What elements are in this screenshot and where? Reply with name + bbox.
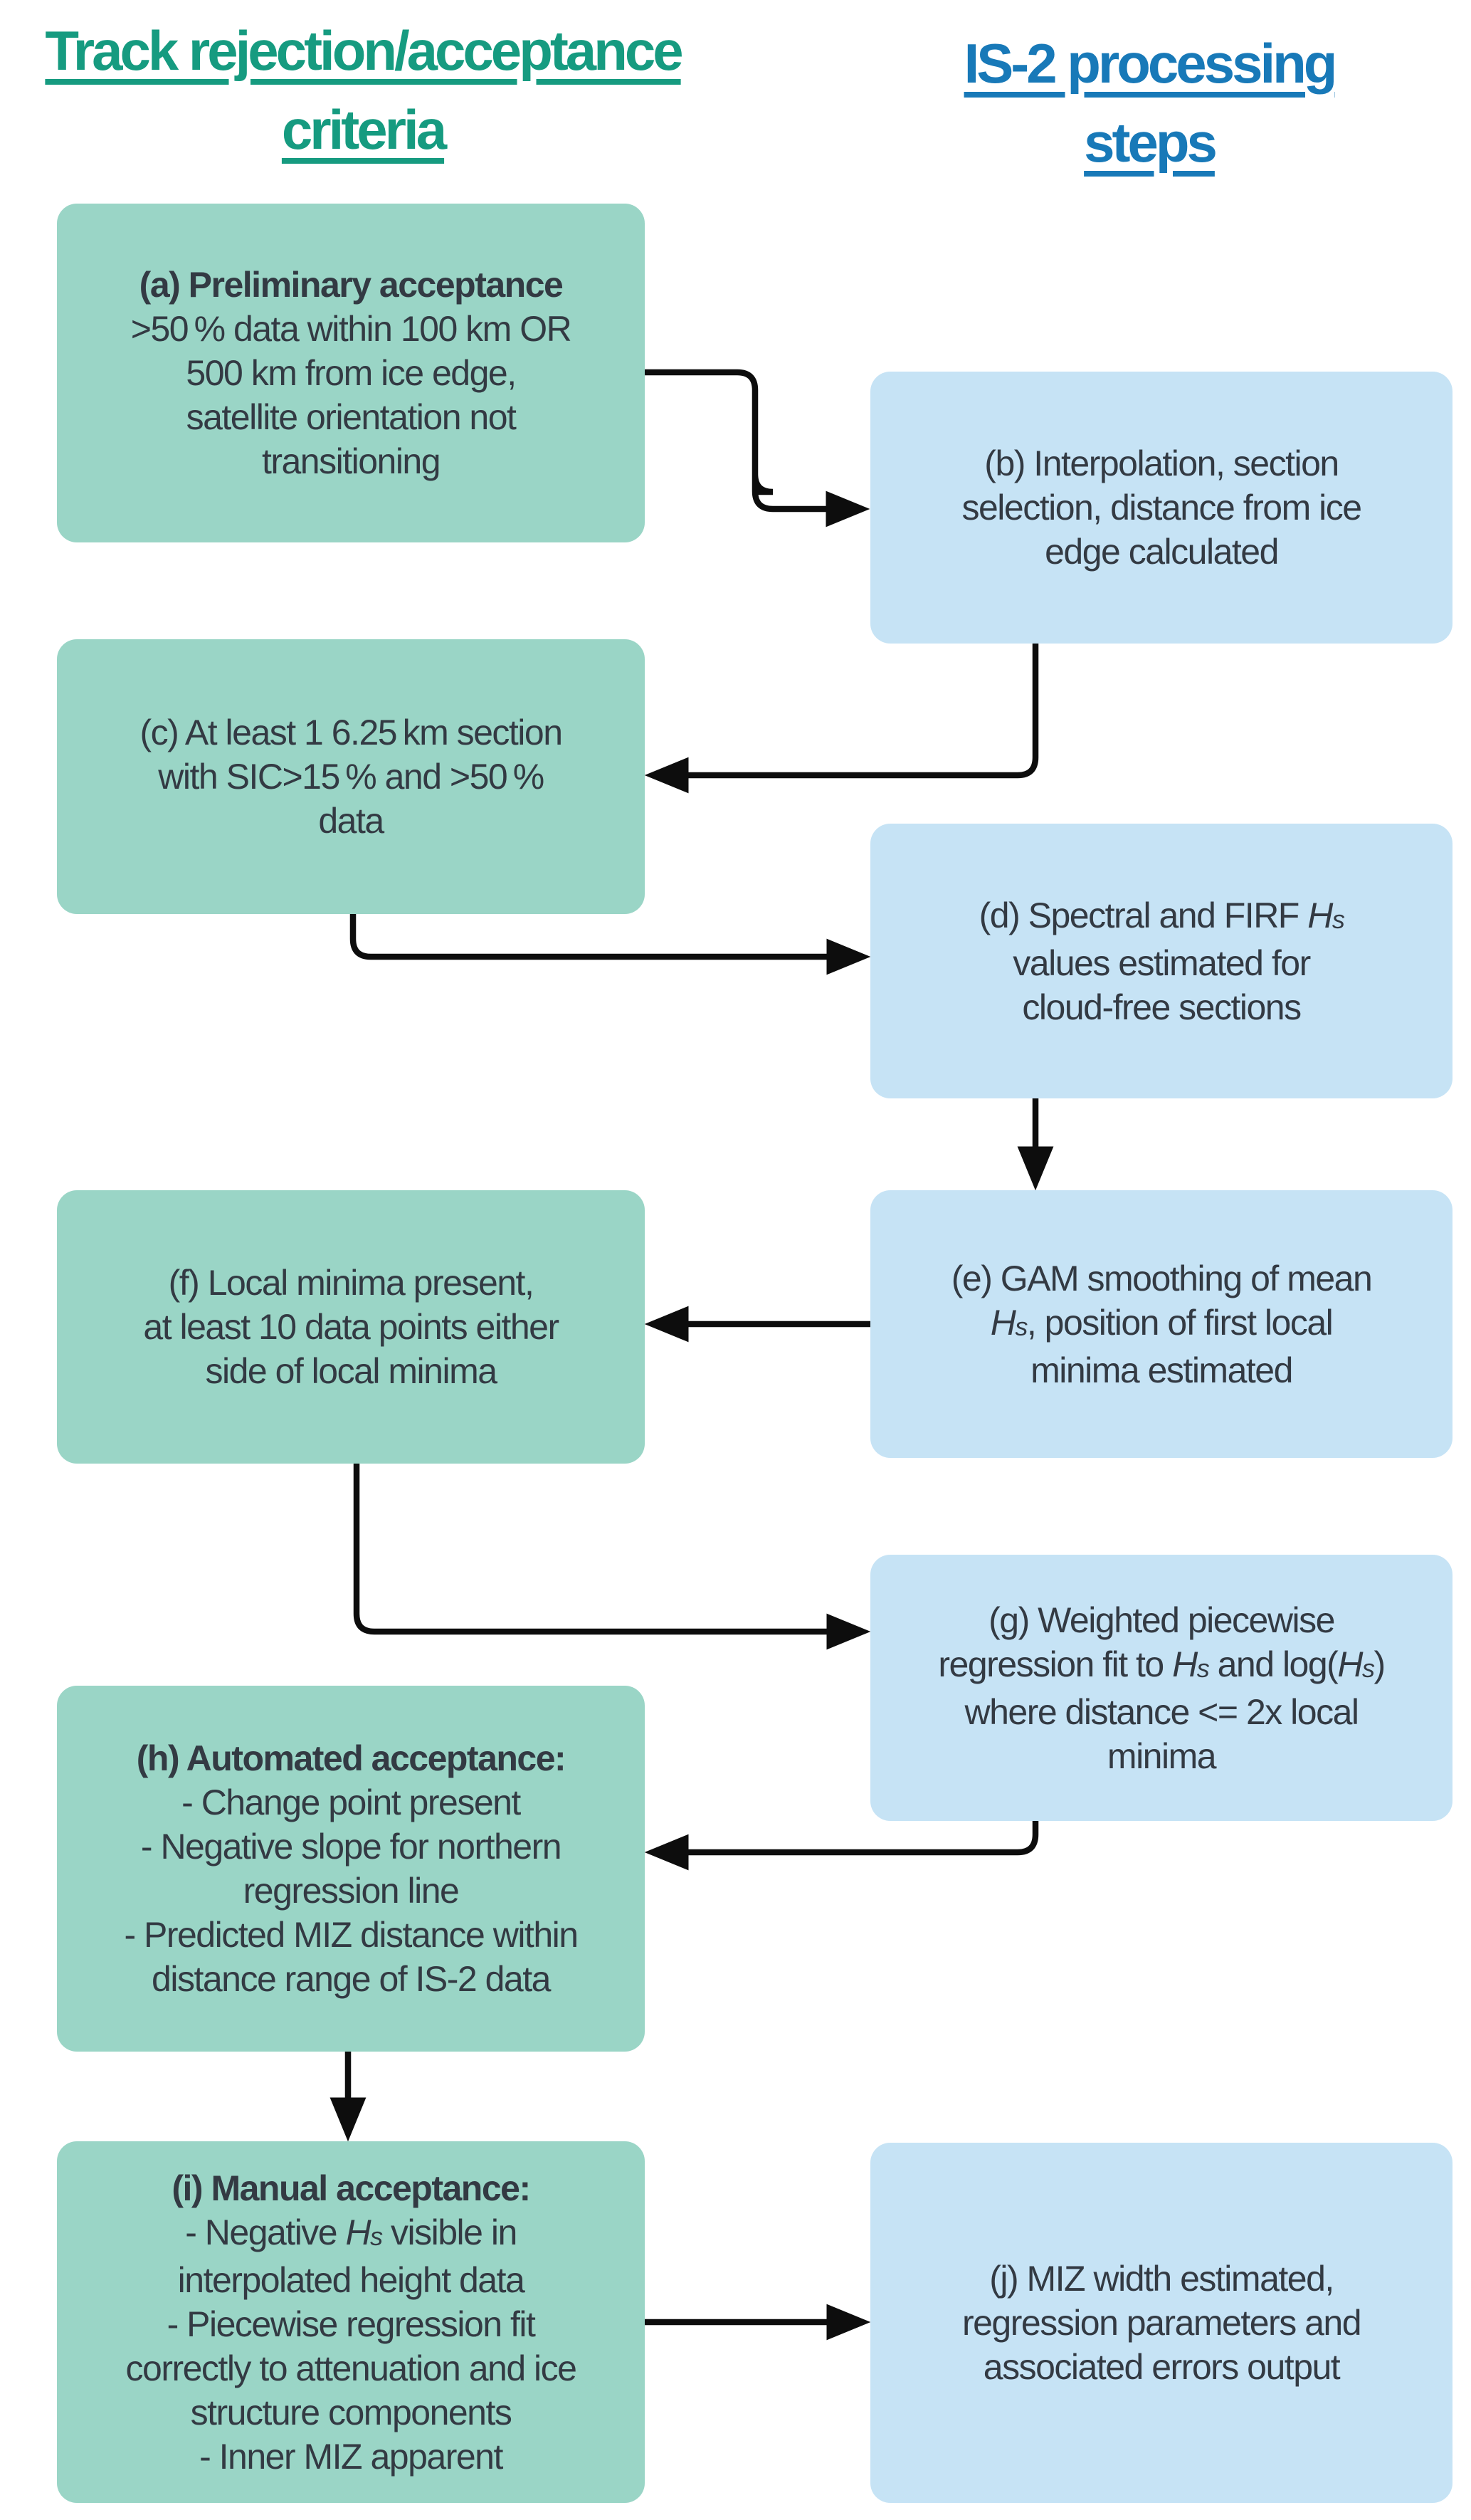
box-f-local-minima-criteria: (f) Local minima present,at least 10 dat… [57, 1190, 645, 1464]
connector-f-g [353, 1464, 871, 1650]
box-a-preliminary-acceptance: (a) Preliminary acceptance>50 % data wit… [57, 204, 645, 542]
connector-g-h [644, 1821, 1039, 1871]
connector-a-b [645, 369, 827, 509]
box-j-miz-width-output: (j) MIZ width estimated,regression param… [870, 2143, 1452, 2503]
connector-b-c [644, 644, 1039, 794]
box-i-manual-acceptance: (i) Manual acceptance:- Negative Hs visi… [57, 2141, 645, 2503]
connector-c-d [349, 914, 871, 975]
box-h-automated-acceptance: (h) Automated acceptance:- Change point … [57, 1686, 645, 2052]
